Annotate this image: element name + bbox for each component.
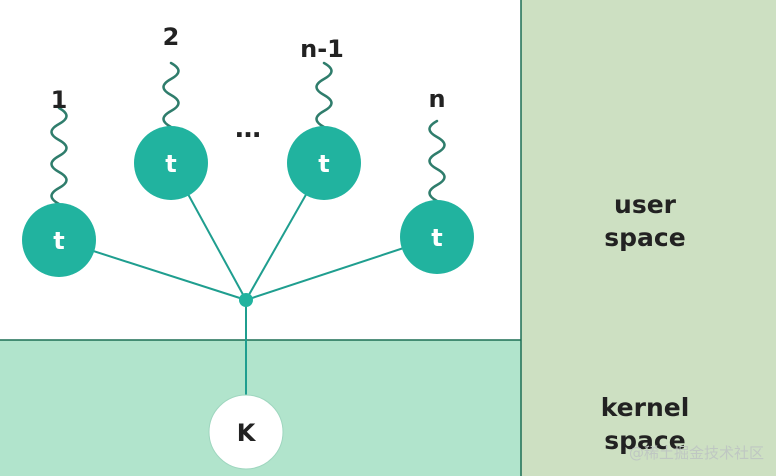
user-space-label-line1: user <box>614 190 677 219</box>
thread-node-n-1: t <box>287 126 361 200</box>
thread-circle <box>287 126 361 200</box>
wavy-lines <box>50 61 446 206</box>
kernel-circle <box>208 394 284 470</box>
user-space-area <box>0 0 521 340</box>
thread-index-label-2: 2 <box>163 23 180 51</box>
wavy-line-thread-n <box>428 119 446 203</box>
ellipsis-label: … <box>235 114 261 144</box>
watermark-text: @稀土掘金技术社区 <box>629 444 764 462</box>
thread-label: t <box>165 150 176 178</box>
thread-index-label-n-1: n-1 <box>300 35 344 63</box>
junction-dot <box>239 293 253 307</box>
thread-circle <box>134 126 208 200</box>
thread-label: t <box>318 150 329 178</box>
thread-label: t <box>431 224 442 252</box>
thread-circle <box>400 200 474 274</box>
thread-circle <box>22 203 96 277</box>
space-legend-panel <box>521 0 776 476</box>
kernel-space-label-line1: kernel <box>601 393 690 422</box>
wavy-line-thread-2 <box>162 61 180 129</box>
thread-node-n: t <box>400 200 474 274</box>
thread-label: t <box>53 227 64 255</box>
kernel-label: K <box>237 419 257 447</box>
wavy-line-thread-n-1 <box>315 61 333 129</box>
user-space-label-line2: space <box>604 223 685 252</box>
thread-node-2: t <box>134 126 208 200</box>
wavy-line-thread-1 <box>50 106 68 206</box>
kernel-node: K <box>208 394 284 470</box>
kernel-space-label-line2: space <box>604 426 685 455</box>
thread-node-1: t <box>22 203 96 277</box>
thread-index-label-n: n <box>428 85 445 113</box>
thread-index-label-1: 1 <box>51 86 68 114</box>
